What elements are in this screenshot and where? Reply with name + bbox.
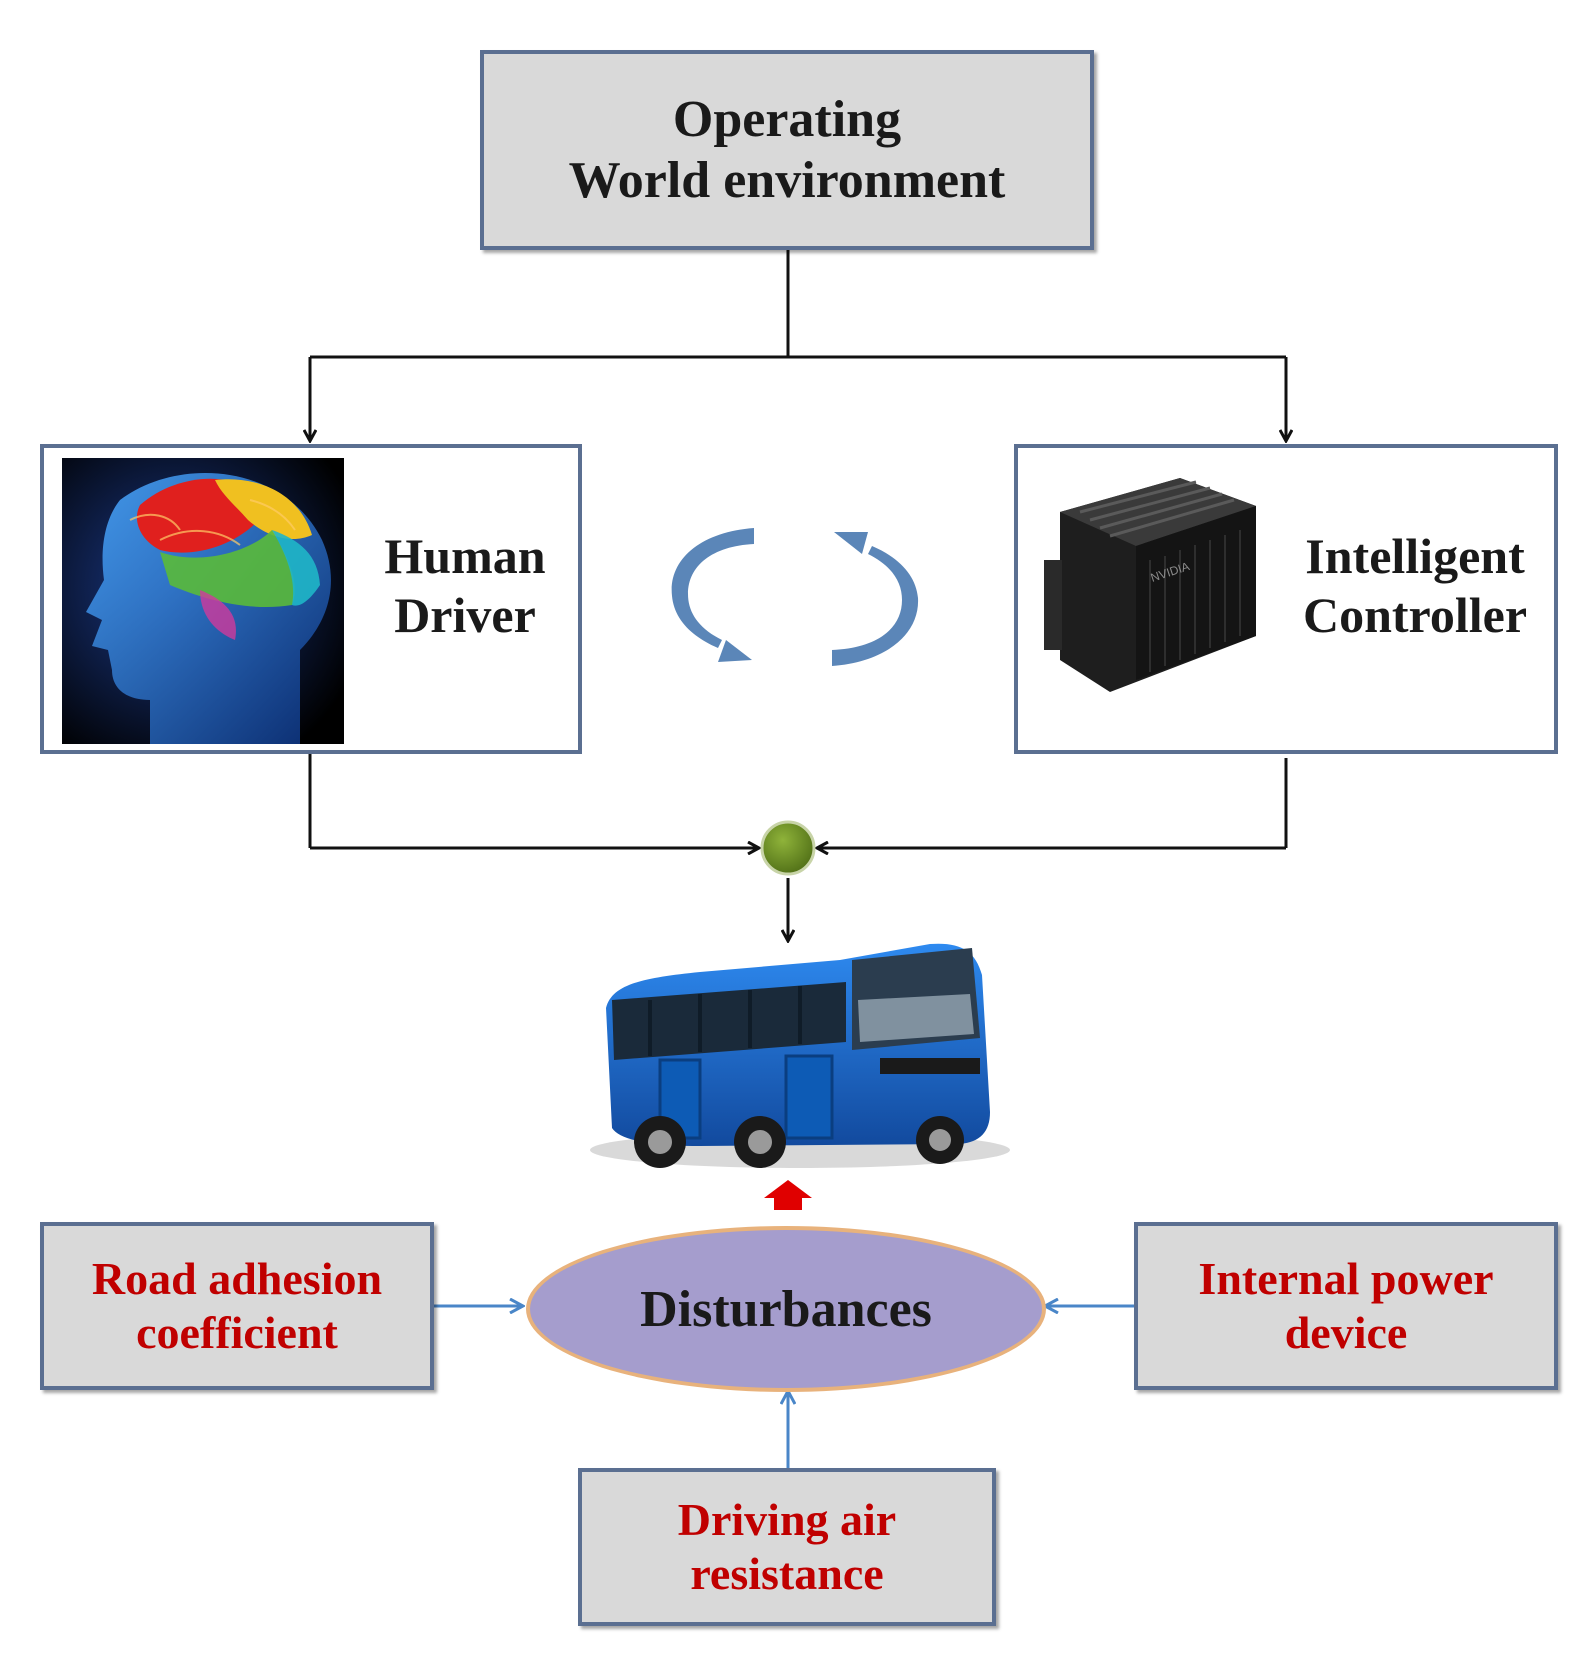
junction-connector <box>308 752 1288 940</box>
human-driver-line1: Human <box>384 528 546 584</box>
air-resistance-line1: Driving air <box>677 1493 897 1545</box>
cycle-arrows-icon <box>671 528 919 666</box>
road-adhesion-box: Road adhesion coefficient <box>40 1222 434 1390</box>
top-box-line2: World environment <box>568 152 1006 209</box>
disturbances-label: Disturbances <box>640 1280 932 1338</box>
intelligent-controller-line1: Intelligent <box>1305 528 1525 584</box>
operating-world-environment-box: Operating World environment <box>480 50 1094 250</box>
internal-power-line2: device <box>1284 1307 1408 1358</box>
disturbances-ellipse: Disturbances <box>526 1226 1046 1392</box>
top-connector <box>310 250 1286 440</box>
bus-image <box>590 943 1010 1168</box>
internal-power-line1: Internal power <box>1198 1252 1494 1304</box>
intelligent-controller-line2: Controller <box>1302 587 1528 643</box>
intelligent-controller-box <box>1014 444 1558 754</box>
road-adhesion-line1: Road adhesion <box>91 1252 383 1304</box>
controller-device-image <box>1030 472 1266 708</box>
air-resistance-box: Driving air resistance <box>578 1468 996 1626</box>
human-driver-box <box>40 444 582 754</box>
disturbance-effect-arrow <box>764 1180 812 1210</box>
road-adhesion-line2: coefficient <box>136 1307 338 1358</box>
human-driver-label: Human Driver <box>360 527 570 645</box>
air-resistance-line2: resistance <box>690 1548 884 1599</box>
internal-power-box: Internal power device <box>1134 1222 1558 1390</box>
summing-junction-icon <box>760 820 816 876</box>
human-driver-line2: Driver <box>394 587 536 643</box>
intelligent-controller-label: Intelligent Controller <box>1280 527 1550 645</box>
brain-head-image <box>62 458 344 744</box>
top-box-line1: Operating <box>672 90 902 148</box>
disturbance-arrows <box>434 1306 1134 1468</box>
